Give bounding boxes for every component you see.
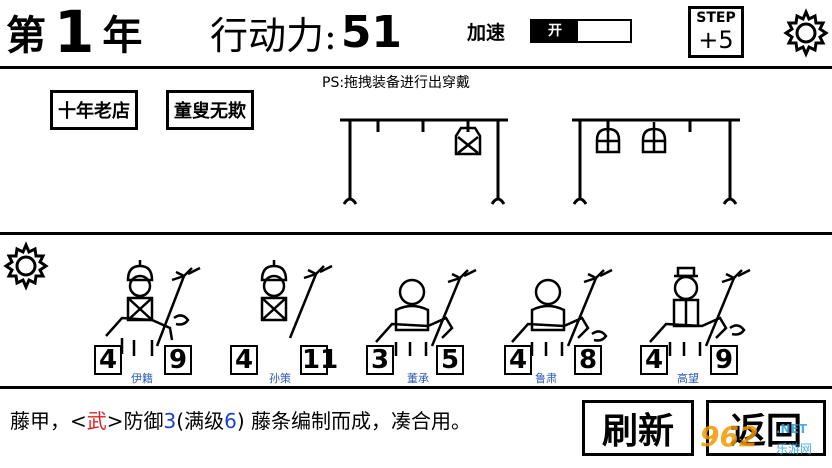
year-value: 1: [54, 0, 95, 66]
unit-figure-2[interactable]: [232, 258, 342, 358]
speed-toggle-on: 开: [532, 21, 578, 41]
item-description: 藤甲，<武>防御3(满级6) 藤条编制而成，凑合用。: [10, 405, 471, 434]
desc-mid: >防御: [106, 409, 164, 433]
desc-type: 武: [86, 409, 107, 433]
unit-figure-3[interactable]: [366, 258, 482, 358]
watermark-net: .NET: [776, 422, 807, 436]
unit-4-attack: 4: [504, 345, 532, 375]
unit-figure-5[interactable]: [640, 258, 756, 358]
site-watermark: 962 .NET 乐游网: [700, 418, 828, 464]
action-value: 51: [340, 6, 403, 58]
action-label: 行动力:: [210, 13, 337, 58]
unit-2-defense: 11: [300, 345, 339, 375]
fair-trade-button[interactable]: 童叟无欺: [166, 90, 254, 130]
unit-3-defense: 5: [436, 345, 464, 375]
top-divider: [0, 66, 832, 69]
unit-3-attack: 3: [366, 345, 394, 375]
unit-figure-4[interactable]: [504, 258, 620, 358]
step-label: STEP: [696, 10, 736, 26]
helmet-icon-1[interactable]: [594, 122, 622, 156]
drag-hint: PS:拖拽装备进行出穿戴: [322, 75, 471, 91]
bottom-divider: [0, 386, 832, 389]
rattan-armor-icon[interactable]: [453, 120, 483, 158]
unit-1-name: 伊籍: [131, 372, 153, 385]
step-value: +5: [698, 26, 734, 54]
unit-5-attack: 4: [640, 345, 668, 375]
unit-5-defense: 9: [710, 345, 738, 375]
action-points: 行动力: 51: [210, 4, 402, 60]
equipment-rack-right: [572, 118, 740, 205]
unit-2-attack: 4: [230, 345, 258, 375]
middle-divider: [0, 232, 832, 235]
equipment-rack-left: [340, 118, 508, 205]
unit-2-name: 孙策: [269, 372, 291, 385]
watermark-logo: 962: [700, 420, 759, 453]
unit-1-attack: 4: [94, 345, 122, 375]
desc-rest: ) 藤条编制而成，凑合用。: [236, 409, 471, 433]
desc-maxlvl-open: (满级: [176, 409, 225, 433]
ten-year-store-button[interactable]: 十年老店: [50, 90, 138, 130]
settings-gear-icon[interactable]: [780, 6, 830, 58]
desc-maxlvl: 6: [224, 409, 237, 433]
speed-toggle[interactable]: 开: [530, 19, 632, 43]
back-button[interactable]: 返回: [706, 400, 826, 456]
unit-figure-1[interactable]: [92, 258, 202, 358]
unit-3-name: 董承: [407, 372, 429, 385]
speed-label: 加速: [467, 22, 506, 44]
year-prefix: 第: [6, 12, 46, 59]
desc-item: 藤甲，<: [10, 409, 87, 433]
helmet-icon-2[interactable]: [640, 122, 668, 156]
year-suffix: 年: [102, 12, 143, 59]
unit-1-defense: 9: [164, 345, 192, 375]
watermark-cn: 乐游网: [776, 442, 813, 456]
unit-4-defense: 8: [574, 345, 602, 375]
refresh-button[interactable]: 刷新: [582, 400, 694, 456]
desc-value: 3: [163, 409, 177, 433]
unit-settings-gear-icon[interactable]: [2, 240, 52, 292]
unit-5-name: 高望: [677, 372, 699, 385]
unit-4-name: 鲁肃: [535, 372, 557, 385]
year-display: 第 1 年: [6, 2, 142, 62]
step-button[interactable]: STEP +5: [688, 6, 744, 58]
